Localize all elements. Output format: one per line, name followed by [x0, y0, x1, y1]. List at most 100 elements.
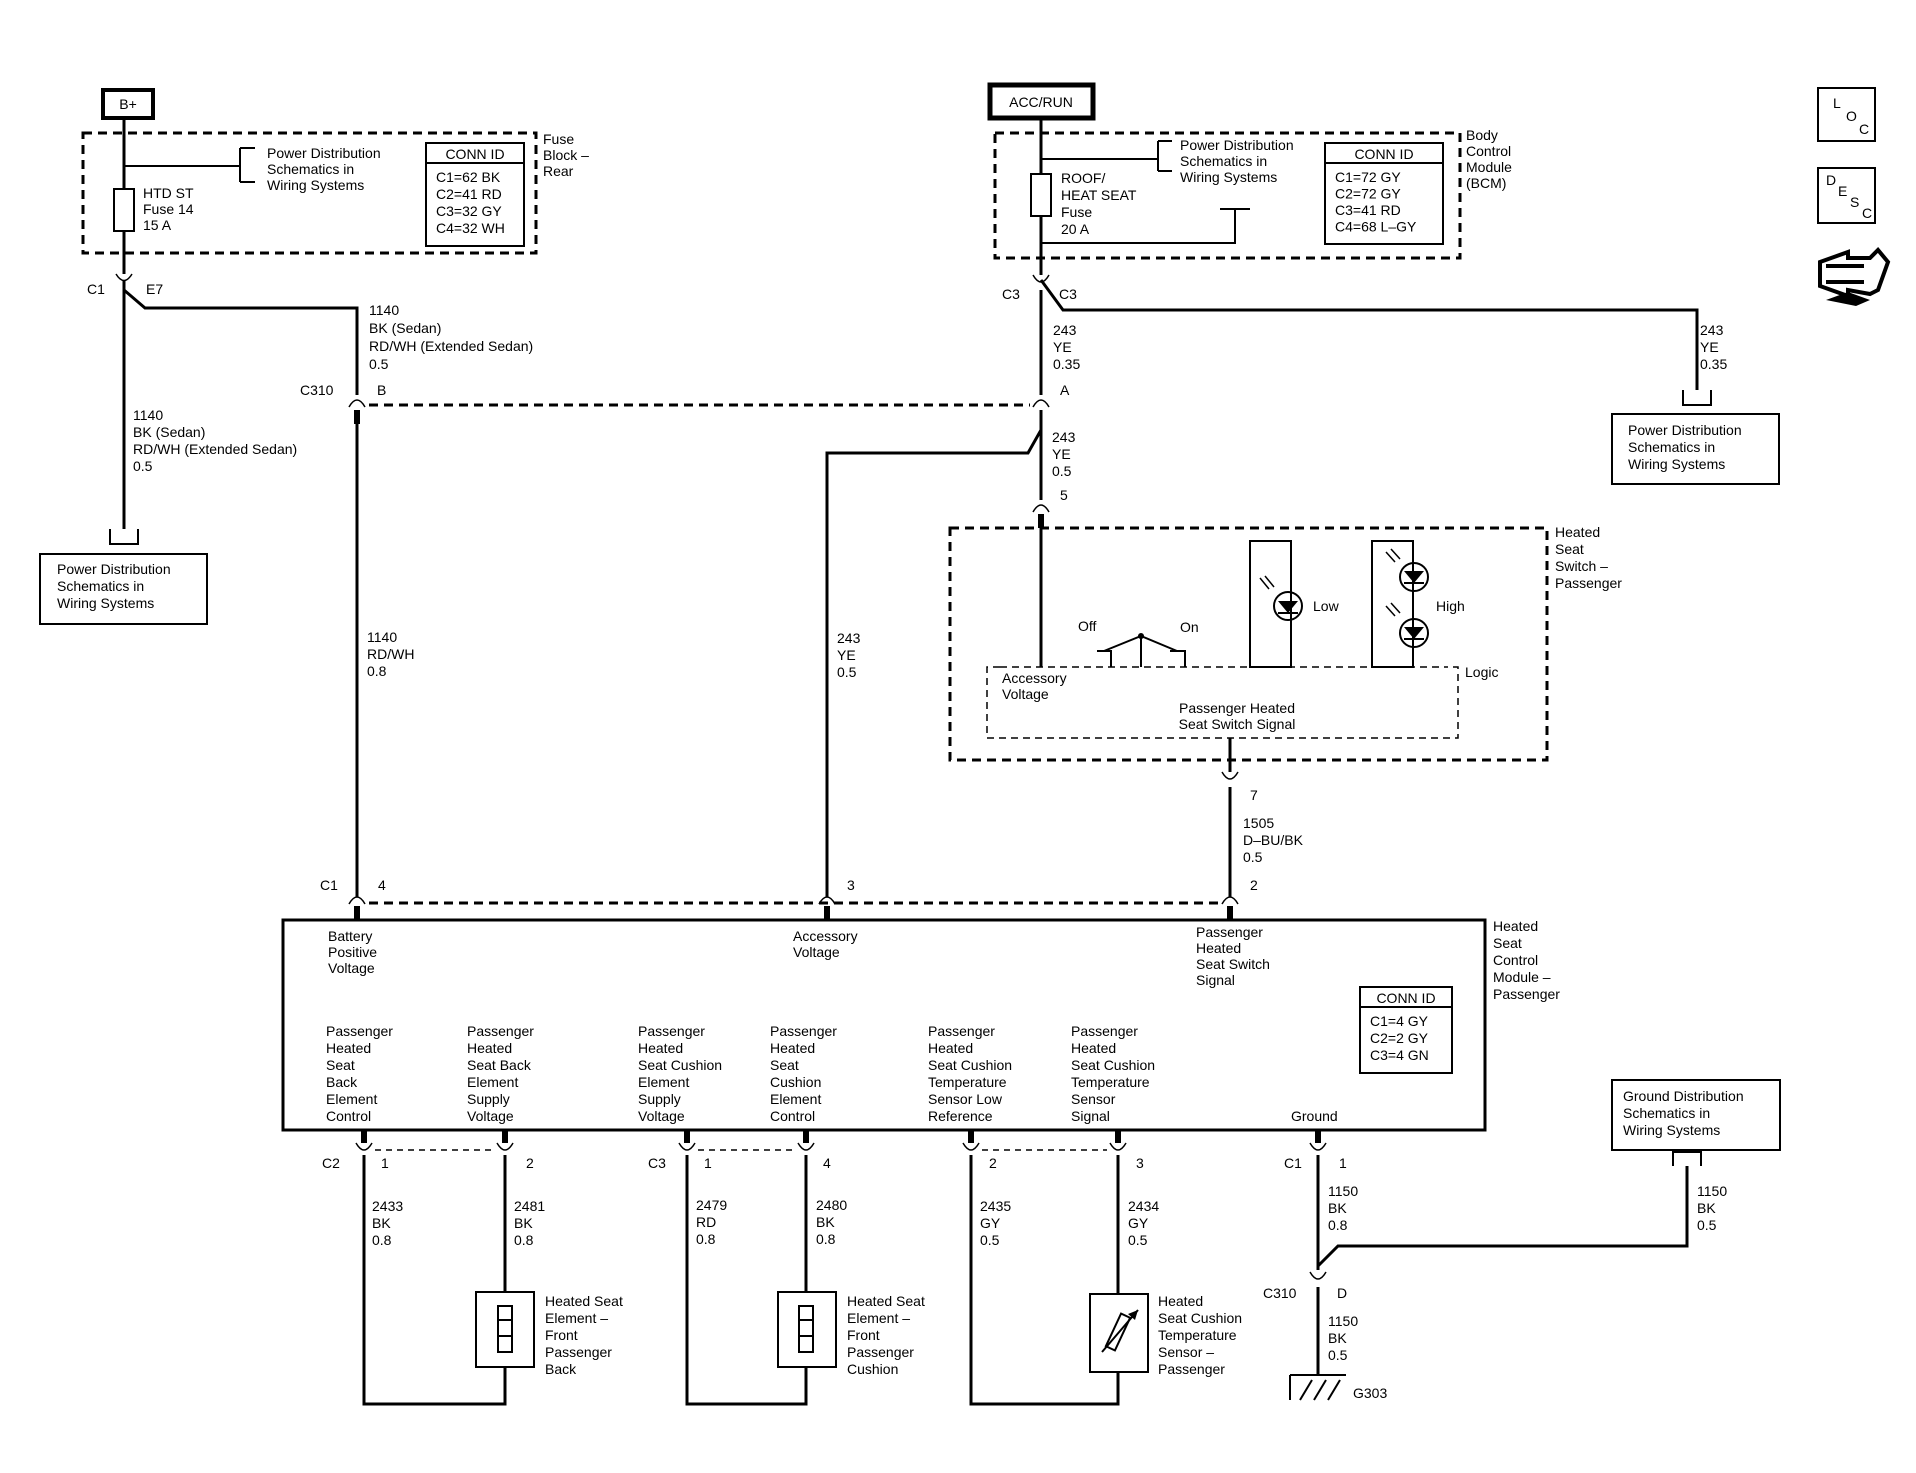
text-line: 0.35 [1700, 356, 1727, 372]
text-line: 2479 [696, 1197, 727, 1213]
text-line: Power Distribution [57, 561, 171, 577]
text-line: Element [638, 1074, 689, 1090]
text-line: Wiring Systems [267, 177, 364, 193]
text-line: 2435 [980, 1198, 1011, 1214]
text-line: Front [847, 1327, 880, 1343]
text-line: Back [326, 1074, 358, 1090]
text-line: Signal [1071, 1108, 1110, 1124]
bplus-source: B+ [101, 88, 155, 120]
text-line: 2433 [372, 1198, 403, 1214]
text-line: HTD ST [143, 185, 194, 201]
text-line: Passenger [1555, 575, 1622, 591]
text-line: C4=68 L–GY [1335, 219, 1417, 235]
text-line: BK (Sedan) [369, 320, 441, 336]
text-line: Control [770, 1108, 815, 1124]
text-line: 15 A [143, 217, 172, 233]
svg-text:On: On [1180, 619, 1199, 635]
temperature-sensor [1089, 1293, 1149, 1373]
text-line: Temperature [1071, 1074, 1150, 1090]
text-line: 2434 [1128, 1198, 1159, 1214]
svg-text:C: C [1859, 121, 1869, 137]
text-line: BK [514, 1215, 533, 1231]
text-line: ROOF/ [1061, 170, 1105, 186]
svg-text:C310: C310 [300, 382, 334, 398]
text-line: 243 [837, 630, 861, 646]
svg-text:E: E [1838, 183, 1847, 199]
text-line: Passenger [638, 1023, 705, 1039]
svg-text:B: B [377, 382, 386, 398]
text-line: Wiring Systems [1628, 456, 1725, 472]
connector-tool-icon[interactable] [1818, 247, 1891, 306]
text-line: 0.5 [1243, 849, 1263, 865]
text-line: 0.5 [369, 356, 389, 372]
text-line: RD/WH (Extended Sedan) [133, 441, 297, 457]
text-line: Voltage [793, 944, 840, 960]
svg-text:Low: Low [1313, 598, 1340, 614]
text-line: Element [770, 1091, 821, 1107]
text-line: Supply [467, 1091, 510, 1107]
text-line: YE [837, 647, 856, 663]
svg-text:S: S [1850, 194, 1859, 210]
text-line: C1=72 GY [1335, 169, 1401, 185]
text-line: Voltage [1002, 686, 1049, 702]
text-line: Heated Seat [847, 1293, 925, 1309]
svg-text:3: 3 [1136, 1155, 1144, 1171]
text-line: Passenger Heated [1179, 700, 1295, 716]
svg-text:Off: Off [1078, 618, 1097, 634]
text-line: YE [1052, 446, 1071, 462]
text-line: Heated [467, 1040, 512, 1056]
svg-text:7: 7 [1250, 787, 1258, 803]
text-line: C2=2 GY [1370, 1030, 1429, 1046]
svg-text:D: D [1826, 172, 1836, 188]
desc-icon[interactable]: D E S C [1817, 167, 1876, 224]
text-line: Power Distribution [1628, 422, 1742, 438]
svg-text:O: O [1846, 108, 1857, 124]
text-line: Heated [770, 1040, 815, 1056]
svg-text:4: 4 [378, 877, 386, 893]
text-line: 0.5 [837, 664, 857, 680]
text-line: 0.5 [1052, 463, 1072, 479]
text-line: Body [1466, 127, 1498, 143]
svg-text:C: C [1862, 205, 1872, 221]
text-line: Heated Seat [545, 1293, 623, 1309]
loc-icon[interactable]: L O C [1817, 87, 1876, 142]
text-line: Heated [1196, 940, 1241, 956]
text-line: Schematics in [1180, 153, 1267, 169]
text-line: Seat [326, 1057, 355, 1073]
text-line: Passenger [928, 1023, 995, 1039]
text-line: 2480 [816, 1197, 847, 1213]
text-line: Passenger [1196, 924, 1263, 940]
text-line: BK [1328, 1200, 1347, 1216]
text-line: Cushion [770, 1074, 821, 1090]
text-line: GY [980, 1215, 1001, 1231]
text-line: Power Distribution [1180, 137, 1294, 153]
text-line: Element [467, 1074, 518, 1090]
text-line: Seat Back [467, 1057, 532, 1073]
text-line: 0.5 [133, 458, 153, 474]
